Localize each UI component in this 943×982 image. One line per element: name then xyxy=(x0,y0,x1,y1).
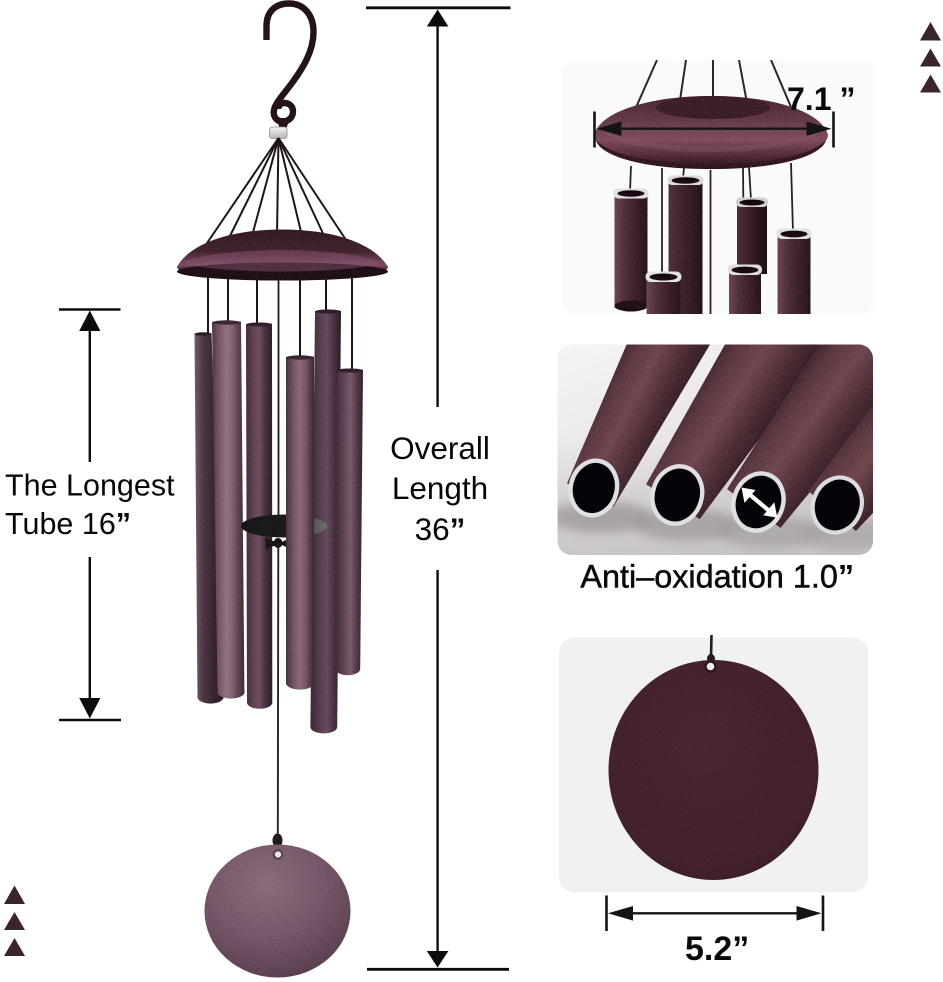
svg-text:Length: Length xyxy=(392,470,488,506)
svg-text:The Longest: The Longest xyxy=(5,469,175,503)
svg-text:Anti–oxidation 1.0”: Anti–oxidation 1.0” xyxy=(580,558,854,594)
svg-text:Overall: Overall xyxy=(390,430,490,466)
svg-text:7.1”: 7.1” xyxy=(787,81,855,117)
svg-text:Tube 16”: Tube 16” xyxy=(5,507,131,541)
svg-text:5.2”: 5.2” xyxy=(685,930,749,968)
svg-text:36”: 36” xyxy=(415,511,466,547)
